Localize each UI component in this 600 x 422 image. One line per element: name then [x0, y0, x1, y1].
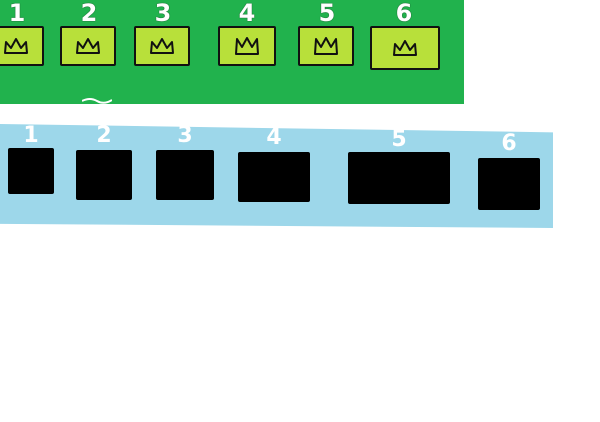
- crown-card[interactable]: [298, 26, 354, 66]
- crown-slot-number: 3: [154, 0, 172, 27]
- panel-edge-decoration: [82, 98, 112, 104]
- empty-slot-number: 3: [177, 123, 193, 148]
- empty-slot-number: 5: [391, 127, 407, 152]
- crown-card[interactable]: [370, 26, 440, 70]
- crown-card[interactable]: [60, 26, 116, 66]
- crown-slot-number: 5: [318, 0, 336, 27]
- crown-slot-number: 1: [8, 0, 26, 27]
- empty-slot-number: 4: [266, 125, 282, 150]
- crown-card[interactable]: [134, 26, 190, 66]
- empty-slot-box[interactable]: [348, 152, 450, 204]
- crown-card-panel: 1 2 3 4 5 6: [0, 0, 464, 104]
- empty-slot-number: 6: [501, 131, 517, 156]
- empty-slot-box[interactable]: [156, 150, 214, 200]
- crown-slot-6[interactable]: 6: [362, 0, 446, 104]
- crown-icon: [150, 38, 174, 54]
- empty-slot-number: 1: [23, 123, 39, 148]
- crown-slot-number: 4: [238, 0, 256, 27]
- crown-slot-3[interactable]: 3: [126, 0, 200, 104]
- empty-slot-number: 2: [96, 123, 112, 148]
- crown-icon: [4, 38, 28, 54]
- crown-slot-5[interactable]: 5: [290, 0, 364, 104]
- crown-slot-number: 2: [80, 0, 98, 27]
- empty-slot-1[interactable]: 1: [8, 124, 54, 196]
- crown-slot-4[interactable]: 4: [210, 0, 284, 104]
- crown-slot-2[interactable]: 2: [52, 0, 126, 104]
- crown-icon: [393, 40, 417, 56]
- crown-card[interactable]: [0, 26, 44, 66]
- empty-slot-6[interactable]: 6: [478, 124, 540, 210]
- empty-slot-box[interactable]: [478, 158, 540, 210]
- empty-slot-box[interactable]: [76, 150, 132, 200]
- crown-slot-1[interactable]: 1: [0, 0, 54, 104]
- empty-slot-box[interactable]: [238, 152, 310, 202]
- crown-slot-number: 6: [395, 0, 413, 27]
- empty-slot-3[interactable]: 3: [156, 124, 214, 200]
- empty-slot-2[interactable]: 2: [76, 124, 132, 200]
- crown-icon: [235, 37, 259, 55]
- empty-slot-5[interactable]: 5: [348, 124, 450, 204]
- crown-card[interactable]: [218, 26, 276, 66]
- empty-slot-4[interactable]: 4: [238, 124, 310, 202]
- crown-icon: [314, 37, 338, 55]
- empty-slot-box[interactable]: [8, 148, 54, 194]
- crown-icon: [76, 38, 100, 54]
